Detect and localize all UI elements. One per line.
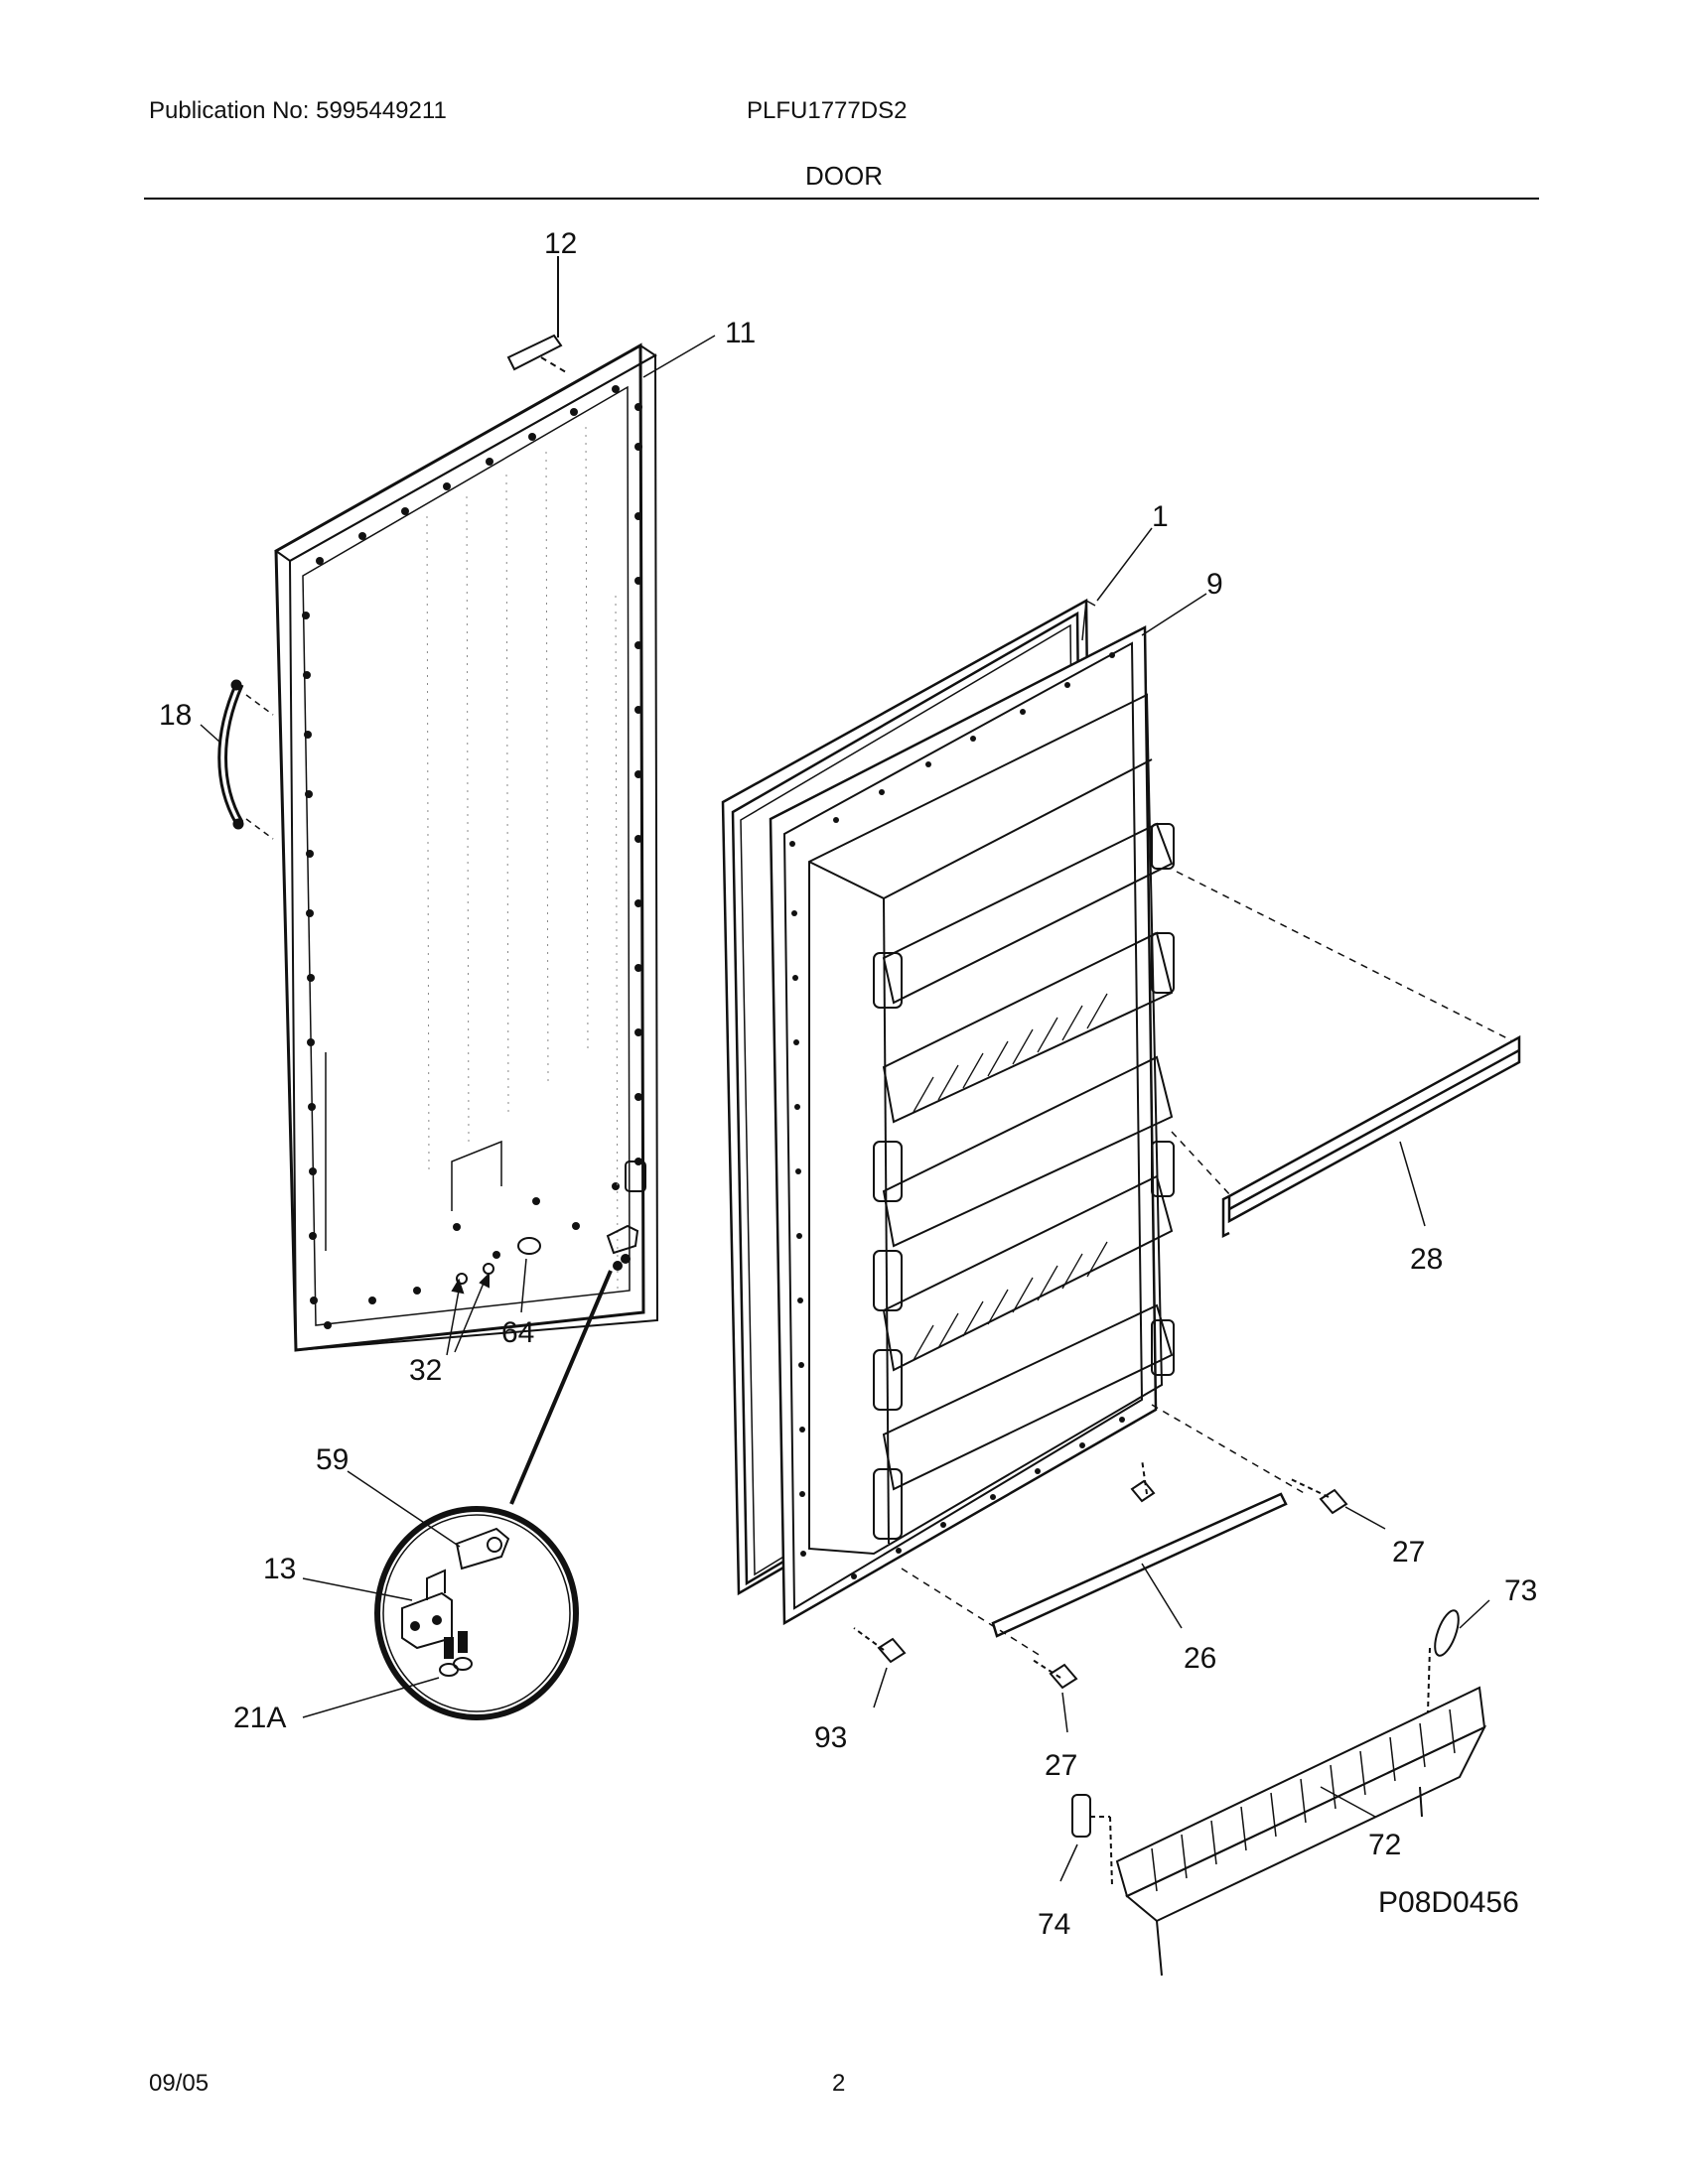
callout-73: 73: [1504, 1574, 1537, 1607]
callout-72: 72: [1368, 1829, 1401, 1861]
door-label-part: [506, 256, 567, 373]
page-number: 2: [832, 2070, 846, 2097]
callout-leaders: [642, 335, 1207, 636]
callout-32: 32: [409, 1354, 442, 1387]
callout-1: 1: [1152, 500, 1169, 533]
publication-date: 09/05: [149, 2070, 210, 2097]
callout-27-lower: 27: [1045, 1749, 1077, 1782]
callout-59: 59: [316, 1443, 349, 1476]
callout-labels: 12 11 1 9 18 28 32 64 59 13 21A 27 26 73…: [159, 227, 1537, 1941]
header-rule: [144, 198, 1539, 200]
bottom-trim-part: [901, 1404, 1307, 1657]
publication-number: Publication No: 5995449211: [149, 97, 447, 124]
callout-26: 26: [1184, 1642, 1216, 1675]
callout-18: 18: [159, 699, 192, 732]
door-basket-part: [1115, 1686, 1487, 1977]
model-number: PLFU1777DS2: [747, 97, 908, 124]
screw-parts: [853, 1458, 1386, 1733]
callout-27-upper: 27: [1392, 1536, 1425, 1569]
outer-door-panel: [274, 342, 659, 1352]
drawing-code: P08D0456: [1378, 1886, 1519, 1919]
callout-28: 28: [1410, 1243, 1443, 1276]
callout-9: 9: [1206, 568, 1223, 601]
callout-13: 13: [263, 1553, 296, 1585]
callout-93: 93: [814, 1721, 847, 1754]
door-handle-part: [200, 679, 274, 840]
callout-21a: 21A: [233, 1702, 286, 1734]
callout-12: 12: [544, 227, 577, 260]
shelf-rail-part: [1171, 871, 1521, 1239]
callout-64: 64: [501, 1316, 534, 1349]
section-title: DOOR: [805, 161, 883, 191]
door-hardware: [446, 1160, 646, 1356]
hinge-detail-view: [302, 1470, 579, 1720]
detail-leader: [509, 1270, 613, 1505]
callout-74: 74: [1038, 1908, 1070, 1941]
callout-11: 11: [725, 317, 756, 349]
door-liner-part: [769, 624, 1175, 1626]
basket-bracket-parts: [1059, 1599, 1490, 1887]
